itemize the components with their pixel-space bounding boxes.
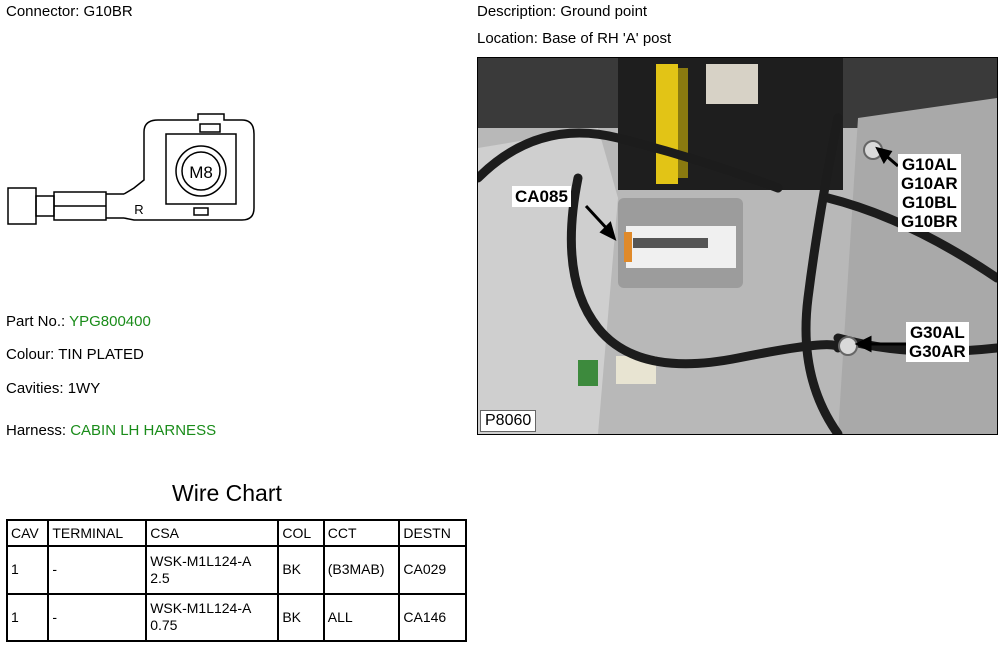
- csa-size: 2.5: [150, 569, 170, 586]
- callout-g30ar: G30AR: [909, 342, 966, 361]
- csa-spec: WSK-M1L124-A: [150, 600, 252, 617]
- cell-cav: 1: [5, 545, 50, 595]
- callout-g10-group: G10AL G10AR G10BL G10BR: [898, 154, 961, 232]
- ground-eyelet-drawing: M8 R: [7, 113, 255, 225]
- callout-g10al: G10AL: [901, 155, 957, 174]
- header-destn: DESTN: [398, 519, 467, 547]
- cell-col: BK: [277, 592, 325, 642]
- harness-line: Harness: CABIN LH HARNESS: [6, 422, 216, 439]
- colour-line: Colour: TIN PLATED: [6, 346, 144, 363]
- callout-ca085: CA085: [512, 186, 571, 207]
- callout-g10ar: G10AR: [901, 174, 958, 193]
- header-cav: CAV: [5, 519, 50, 547]
- description-value: Ground point: [560, 3, 648, 20]
- header-terminal: TERMINAL: [47, 519, 148, 547]
- header-cct: CCT: [322, 519, 401, 547]
- part-no-line: Part No.: YPG800400: [6, 313, 151, 330]
- callout-g30al: G30AL: [909, 323, 965, 342]
- callout-g30-group: G30AL G30AR: [906, 322, 969, 362]
- cell-destn: CA029: [398, 545, 467, 595]
- photo-reference: P8060: [480, 410, 537, 432]
- wire-chart-table: CAV TERMINAL CSA COL CCT DESTN 1 - WSK-M…: [5, 519, 467, 642]
- wire-chart-title: Wire Chart: [172, 480, 282, 506]
- stud-size-text: M8: [189, 163, 213, 182]
- location-photo: CA085 G10AL G10AR G10BL G10BR G30AL G30A…: [477, 57, 998, 435]
- cell-cav: 1: [5, 592, 50, 642]
- header-col: COL: [277, 519, 325, 547]
- callout-g10bl: G10BL: [901, 193, 957, 212]
- cavities-label: Cavities:: [6, 380, 64, 397]
- csa-size: 0.75: [150, 617, 178, 634]
- cell-terminal: -: [47, 592, 148, 642]
- connector-line: Connector: G10BR: [6, 3, 133, 20]
- photo-scene: [478, 58, 997, 434]
- harness-label: Harness:: [6, 422, 67, 439]
- location-label: Location:: [477, 30, 538, 47]
- cell-col: BK: [277, 545, 325, 595]
- cell-terminal: -: [47, 545, 148, 595]
- cell-cct: (B3MAB): [322, 545, 401, 595]
- connector-value: G10BR: [83, 3, 133, 20]
- connector-label: Connector:: [6, 3, 80, 20]
- location-value: Base of RH 'A' post: [542, 30, 672, 47]
- header-csa: CSA: [145, 519, 280, 547]
- csa-spec: WSK-M1L124-A: [150, 552, 252, 569]
- part-no-value: YPG800400: [69, 313, 151, 330]
- cavities-value: 1WY: [67, 380, 101, 397]
- colour-label: Colour:: [6, 346, 55, 363]
- description-label: Description:: [477, 3, 557, 20]
- harness-value: CABIN LH HARNESS: [70, 422, 217, 439]
- cell-destn: CA146: [398, 592, 467, 642]
- cell-cct: ALL: [322, 592, 401, 642]
- part-no-label: Part No.:: [6, 313, 66, 330]
- cavities-line: Cavities: 1WY: [6, 380, 100, 397]
- callout-g10br: G10BR: [901, 212, 958, 231]
- location-line: Location: Base of RH 'A' post: [477, 30, 671, 47]
- table-header-row: CAV TERMINAL CSA COL CCT DESTN: [5, 519, 467, 547]
- side-mark-text: R: [134, 202, 143, 217]
- colour-value: TIN PLATED: [58, 346, 144, 363]
- description-line: Description: Ground point: [477, 3, 647, 20]
